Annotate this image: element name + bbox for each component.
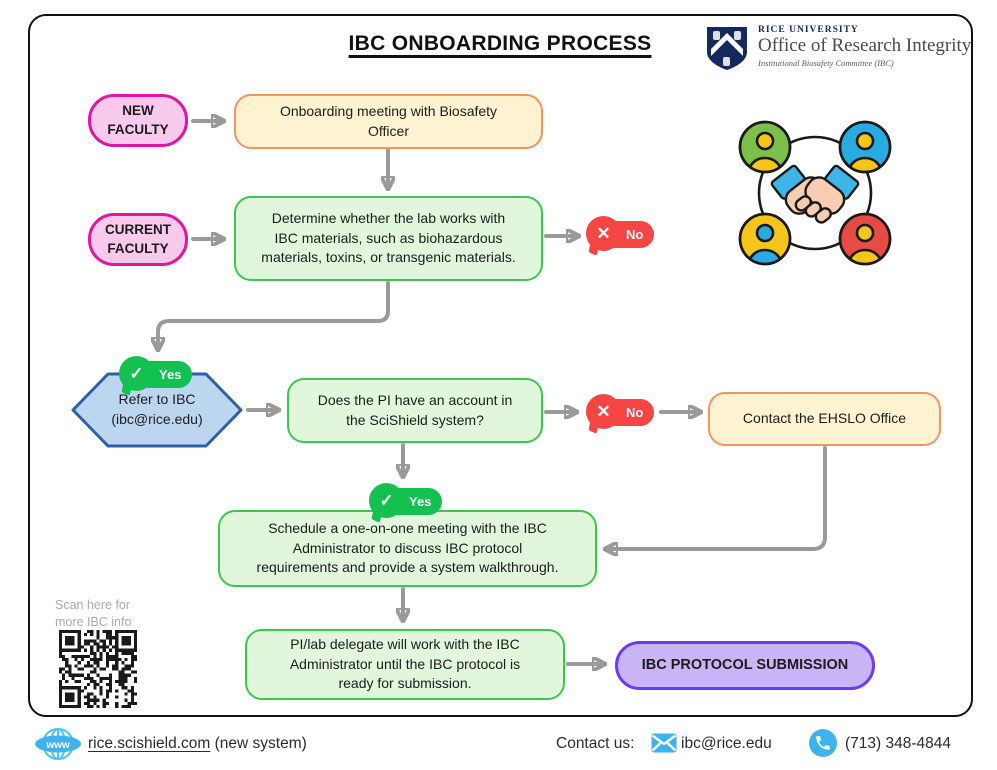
x-icon: ✕ (586, 216, 621, 251)
qr-caption: Scan here for more IBC info (55, 598, 132, 629)
refer-to-ibc-label: Refer to IBC (ibc@rice.edu) (111, 391, 203, 427)
no-badge-2: No ✕ (586, 394, 662, 432)
node-contact-ehslo: Contact the EHSLO Office (708, 392, 941, 446)
node-current-faculty: CURRENT FACULTY (88, 213, 188, 266)
svg-text:www: www (45, 740, 70, 751)
email-icon (651, 733, 677, 753)
node-protocol-submission: IBC PROTOCOL SUBMISSION (615, 641, 875, 690)
website-note: (new system) (214, 735, 307, 752)
qr-code (59, 630, 137, 708)
node-new-faculty: NEW FACULTY (88, 94, 188, 147)
node-refer-to-ibc: Refer to IBC (ibc@rice.edu) (71, 371, 243, 449)
node-pi-delegate: PI/lab delegate will work with the IBC A… (245, 629, 565, 700)
contact-us-label: Contact us: (556, 735, 635, 752)
contact-phone: (713) 348-4844 (845, 735, 951, 752)
logo-committee-name: Institutional Biosafety Committee (IBC) (758, 57, 894, 68)
phone-icon (809, 729, 837, 757)
no-badge-1: No ✕ (586, 216, 662, 254)
node-determine-materials: Determine whether the lab works with IBC… (234, 196, 543, 281)
x-icon: ✕ (586, 394, 621, 429)
hexagon-shape (71, 372, 243, 448)
logo-office-name: Office of Research Integrity (758, 35, 972, 56)
yes-badge-2: Yes ✓ (369, 483, 445, 521)
rice-shield-icon (707, 27, 747, 70)
collaboration-handshake-icon (738, 120, 892, 266)
contact-email: ibc@rice.edu (681, 735, 772, 752)
check-icon: ✓ (119, 356, 154, 391)
footer: www rice.scishield.com (new system) Cont… (0, 716, 997, 770)
rice-logo: RICE UNIVERSITY Office of Research Integ… (704, 25, 971, 71)
node-schedule-meeting: Schedule a one-on-one meeting with the I… (218, 510, 597, 587)
check-icon: ✓ (369, 483, 404, 518)
page-title: IBC ONBOARDING PROCESS (348, 32, 652, 55)
logo-university-name: RICE UNIVERSITY (758, 25, 859, 35)
website-link[interactable]: rice.scishield.com (88, 735, 211, 752)
globe-www-icon: www (35, 728, 81, 760)
yes-badge-1: Yes ✓ (119, 356, 195, 394)
node-onboarding-meeting: Onboarding meeting with Biosafety Office… (234, 94, 543, 149)
node-scishield-question: Does the PI have an account in the SciSh… (287, 378, 543, 443)
